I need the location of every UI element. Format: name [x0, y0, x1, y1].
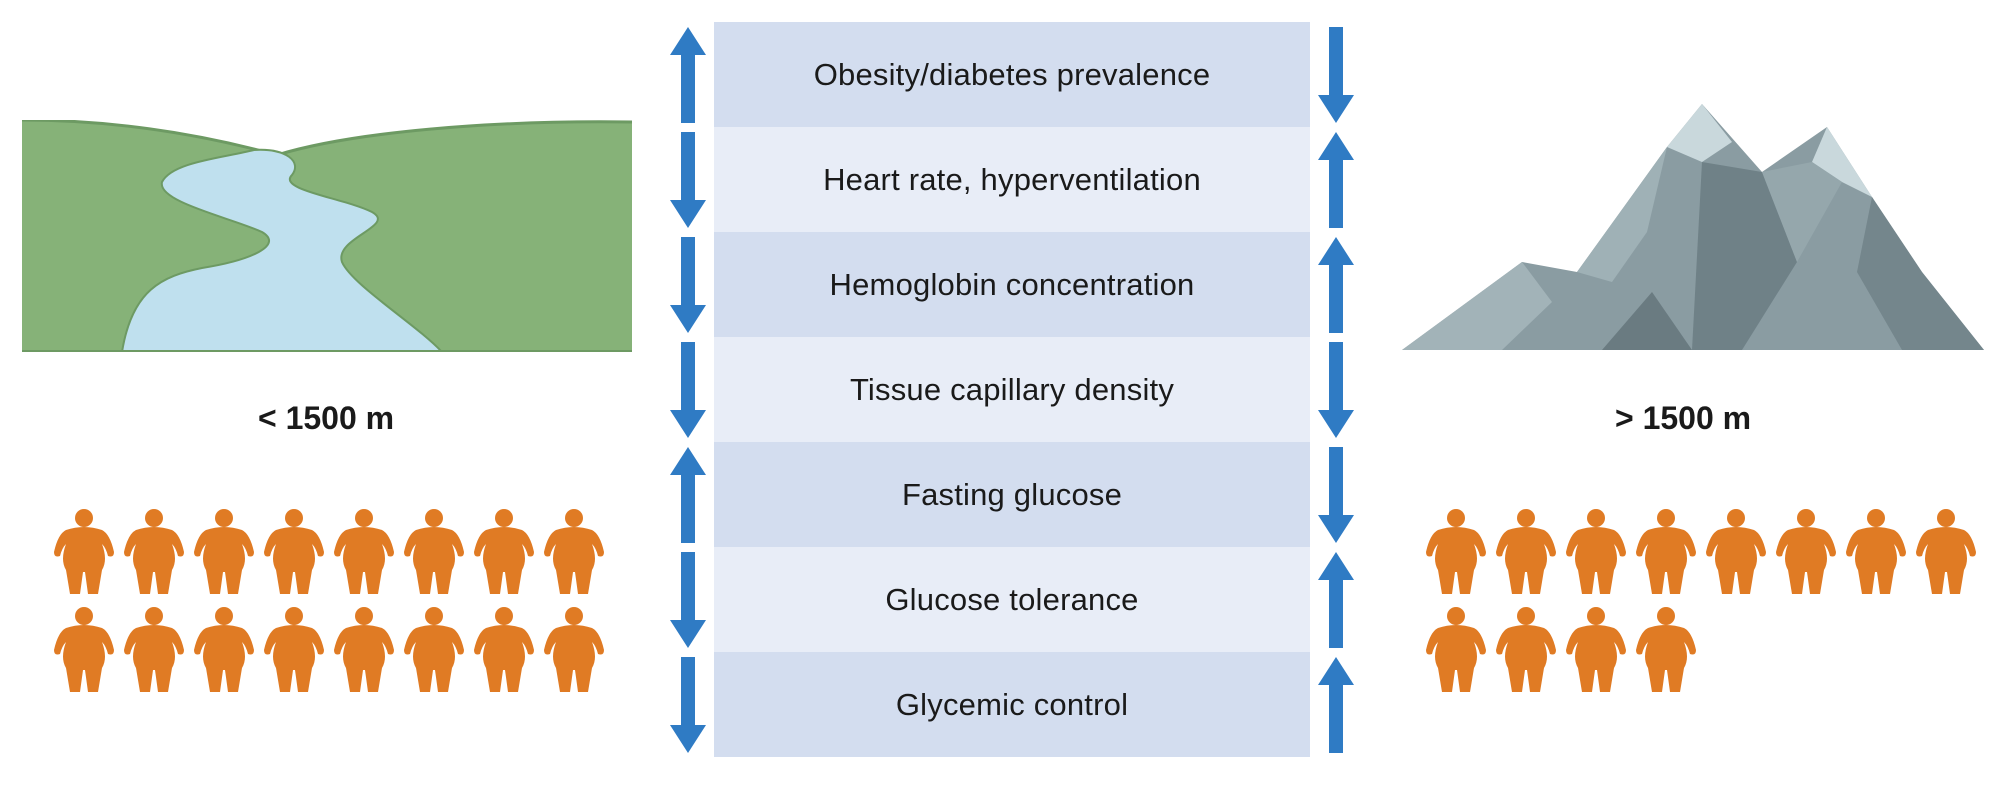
person-icon: [332, 606, 396, 692]
factor-label: Glycemic control: [895, 686, 1129, 722]
arrow-down-icon: [668, 132, 708, 228]
person-icon: [1424, 606, 1488, 692]
arrow-down-icon: [668, 657, 708, 753]
person-icon: [472, 606, 536, 692]
person-icon: [52, 508, 116, 594]
arrow-up-icon: [668, 27, 708, 123]
person-icon: [192, 606, 256, 692]
person-icon: [1564, 606, 1628, 692]
arrow-down-icon: [668, 552, 708, 648]
arrow-up-icon: [1316, 552, 1356, 648]
arrow-down-icon: [668, 237, 708, 333]
mountain-illustration: [1402, 104, 1984, 350]
factor-row-capillary: Tissue capillary density: [714, 337, 1310, 442]
factor-label: Tissue capillary density: [849, 371, 1175, 407]
factor-label: Hemoglobin concentration: [829, 266, 1195, 302]
high-altitude-label: > 1500 m: [1615, 400, 1752, 436]
factor-label: Heart rate, hyperventilation: [823, 161, 1201, 197]
person-icon: [472, 508, 536, 594]
factor-label: Fasting glucose: [901, 476, 1123, 512]
arrow-up-icon: [1316, 237, 1356, 333]
person-icon: [1914, 508, 1978, 594]
person-icon: [542, 606, 606, 692]
person-icon: [122, 508, 186, 594]
person-icon: [52, 606, 116, 692]
person-icon: [542, 508, 606, 594]
person-icon: [262, 606, 326, 692]
person-icon: [1634, 508, 1698, 594]
low-altitude-label: < 1500 m: [258, 400, 395, 436]
person-icon: [262, 508, 326, 594]
arrow-up-icon: [668, 447, 708, 543]
factor-row-heart-rate: Heart rate, hyperventilation: [714, 127, 1310, 232]
arrow-down-icon: [1316, 447, 1356, 543]
person-icon: [1774, 508, 1838, 594]
person-icon: [192, 508, 256, 594]
factor-label: Obesity/diabetes prevalence: [813, 56, 1211, 92]
factor-row-fasting-glucose: Fasting glucose: [714, 442, 1310, 547]
person-icon: [1424, 508, 1488, 594]
arrow-down-icon: [668, 342, 708, 438]
person-icon: [1634, 606, 1698, 692]
river-landscape-illustration: [22, 120, 632, 352]
factor-table: Obesity/diabetes prevalence Heart rate, …: [714, 22, 1310, 757]
person-icon: [1844, 508, 1908, 594]
person-icon: [122, 606, 186, 692]
person-icon: [332, 508, 396, 594]
person-icon: [1494, 508, 1558, 594]
person-icon: [1494, 606, 1558, 692]
arrow-down-icon: [1316, 342, 1356, 438]
arrow-up-icon: [1316, 132, 1356, 228]
arrow-down-icon: [1316, 27, 1356, 123]
factor-label: Glucose tolerance: [885, 581, 1139, 617]
person-icon: [402, 508, 466, 594]
factor-row-obesity: Obesity/diabetes prevalence: [714, 22, 1310, 127]
factor-row-hemoglobin: Hemoglobin concentration: [714, 232, 1310, 337]
person-icon: [402, 606, 466, 692]
person-icon: [1704, 508, 1768, 594]
person-icon: [1564, 508, 1628, 594]
arrow-up-icon: [1316, 657, 1356, 753]
factor-row-glucose-tolerance: Glucose tolerance: [714, 547, 1310, 652]
factor-row-glycemic-control: Glycemic control: [714, 652, 1310, 757]
